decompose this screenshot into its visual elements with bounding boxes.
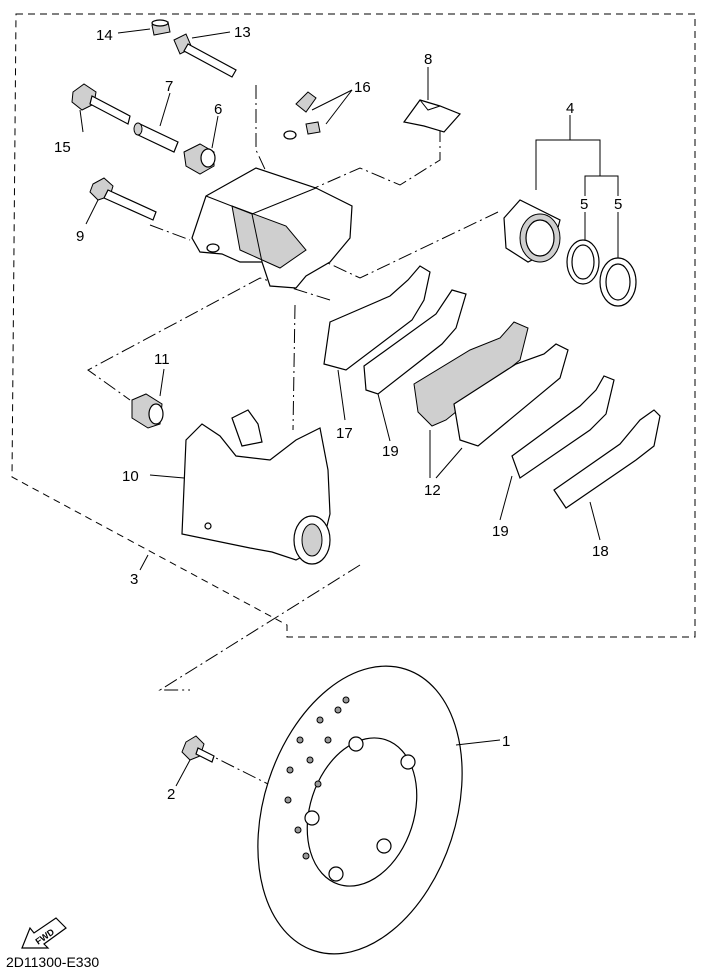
callout-12: 12 (424, 482, 441, 499)
part-11-boot (131, 393, 164, 429)
part-5-seals (566, 239, 637, 307)
callout-16: 16 (354, 79, 371, 96)
part-17-shim (323, 265, 431, 371)
callout-7: 7 (165, 78, 173, 95)
part-12-pads (413, 321, 569, 447)
callout-5-left: 5 (580, 196, 588, 213)
part-14-cap (151, 19, 171, 36)
part-4-piston (503, 199, 561, 263)
part-7-slide-pin (133, 122, 179, 153)
part-9-bolt (89, 177, 157, 221)
callout-19-right: 19 (492, 523, 509, 540)
callout-8: 8 (424, 51, 432, 68)
part-15-bolt (71, 83, 131, 125)
callout-19-left: 19 (382, 443, 399, 460)
fwd-arrow-icon: FWD (21, 917, 67, 949)
leader-lines (79, 28, 619, 787)
part-6-bushing (183, 143, 216, 175)
part-13-pin (173, 33, 237, 78)
callout-1: 1 (502, 733, 510, 750)
disc-vent-holes (284, 696, 350, 860)
callout-4: 4 (566, 100, 574, 117)
diagram-code: 2D11300-E330 (6, 954, 100, 970)
callout-13: 13 (234, 24, 251, 41)
callout-3: 3 (130, 571, 138, 588)
part-10-bracket (181, 409, 331, 565)
part-16-bleeder (283, 91, 321, 140)
callout-2: 2 (167, 786, 175, 803)
part-8-clip (402, 99, 462, 133)
part-19-shim-left (363, 289, 467, 395)
callout-17: 17 (336, 425, 353, 442)
callout-11: 11 (154, 351, 170, 368)
callout-9: 9 (76, 228, 84, 245)
callout-18: 18 (592, 543, 609, 560)
callout-10: 10 (122, 468, 139, 485)
callout-15: 15 (54, 139, 71, 156)
callout-14: 14 (96, 27, 113, 44)
part-18-shim (553, 409, 661, 509)
assembly-boundary (11, 13, 696, 638)
callout-5-right: 5 (614, 196, 622, 213)
part-19-shim-right (511, 375, 615, 479)
callout-6: 6 (214, 101, 222, 118)
part-2-screw (181, 735, 215, 763)
part-1-disc (257, 665, 463, 955)
caliper-body (191, 167, 353, 289)
